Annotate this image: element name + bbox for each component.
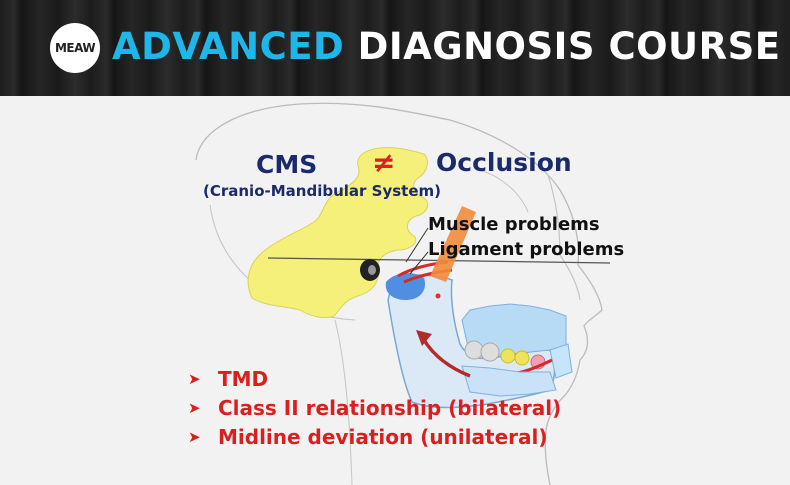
occlusion-label: Occlusion [436,148,572,177]
finding-text: Midline deviation (unilateral) [218,424,548,449]
arrowhead [416,330,432,346]
yellow-tooth-2 [514,350,530,366]
joint-point [435,293,441,299]
finding-text: Class II relationship (bilateral) [218,395,562,420]
finding-item: ➤ Class II relationship (bilateral) [188,393,561,422]
finding-item: ➤ TMD [188,364,561,393]
yellow-tooth-1 [500,348,516,364]
title-accent: ADVANCED [112,25,345,68]
incisor [549,343,573,379]
face-profile-inner [547,174,581,301]
muscle-band [430,206,476,282]
chevron-right-icon: ➤ [188,369,201,388]
cranial-base-region [247,147,429,319]
chevron-right-icon: ➤ [188,398,201,417]
findings-list: ➤TMD ➤Class II relationship (bilateral) … [188,364,561,451]
ligament-problems-label: Ligament problems [428,239,625,260]
neck-contour [334,319,353,485]
head-outline [195,102,603,485]
finding-item: ➤ Midline deviation (unilateral) [188,422,561,451]
muscle-problems-label: Muscle problems [428,214,600,235]
muscle-pointer [405,227,429,263]
meaw-logo: MEAW [50,23,100,73]
lower-teeth [461,365,557,397]
finding-text: TMD [218,366,269,391]
molar-2 [480,342,500,362]
page-title: ADVANCED DIAGNOSIS COURSE [112,22,781,72]
condyle [385,273,426,300]
logo-text: MEAW [54,41,96,55]
molar-1 [464,340,484,360]
ligament-pointer [409,251,429,275]
cms-label: CMS [256,150,318,179]
not-equal-symbol: ≠ [372,146,396,179]
chevron-right-icon: ➤ [188,427,201,446]
orbit-contour [479,169,529,213]
mandible-rotation-arrow [422,339,471,378]
ear-canal-inner [368,265,376,275]
title-rest: DIAGNOSIS COURSE [344,25,781,68]
cms-full-name: (Cranio-Mandibular System) [203,182,441,200]
header-banner: MEAW ADVANCED DIAGNOSIS COURSE [0,0,790,96]
